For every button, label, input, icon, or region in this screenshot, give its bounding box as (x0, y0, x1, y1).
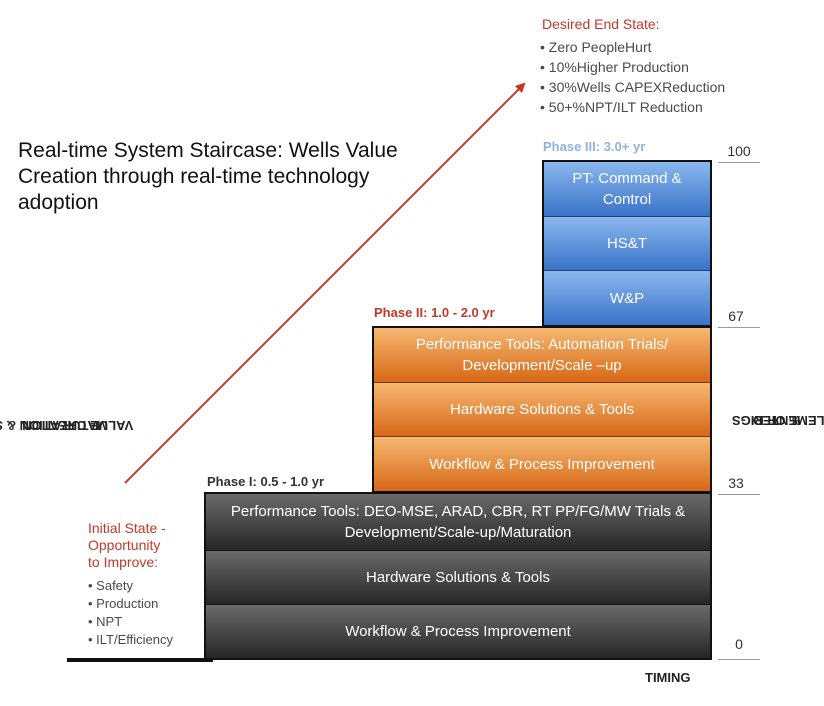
right-axis-label: % OF RIGSIMPLEMENTED (731, 412, 824, 428)
list-item: • 30%Wells CAPEXReduction (540, 79, 726, 95)
scale-line (718, 659, 760, 660)
phase-3-block-hst: HS&T (544, 215, 710, 271)
scale-line (718, 327, 760, 328)
list-item: • Production (88, 596, 159, 611)
phase-1-block-performance-tools: Performance Tools: DEO-MSE, ARAD, CBR, R… (206, 494, 710, 550)
list-item: • Zero PeopleHurt (540, 39, 652, 55)
scale-value-100: 100 (727, 143, 751, 159)
scale-value-67: 67 (728, 308, 744, 324)
scale-value-0: 0 (735, 636, 743, 652)
scale-value-33: 33 (728, 475, 744, 491)
phase-2-block-workflow: Workflow & Process Improvement (374, 436, 710, 492)
phase-3-block-command-control: PT: Command & Control (544, 162, 710, 216)
list-item: • 50+%NPT/ILT Reduction (540, 99, 703, 115)
initial-state-list: • Safety • Production • NPT • ILT/Effici… (88, 577, 173, 649)
scale-line (718, 494, 760, 495)
initial-state-heading: Initial State - Opportunity to Improve: (88, 520, 166, 570)
list-item: • ILT/Efficiency (88, 632, 173, 647)
list-item: • 10%Higher Production (540, 59, 689, 75)
desired-end-state-list: • Zero PeopleHurt • 10%Higher Production… (540, 37, 725, 117)
x-axis-label: TIMING (645, 670, 691, 685)
phase-1-label: Phase I: 0.5 - 1.0 yr (207, 474, 325, 489)
page-title: Real-time System Staircase: Wells Value … (18, 139, 398, 214)
phase-3-block-wp: W&P (544, 270, 710, 326)
phase-3-label: Phase III: 3.0+ yr (543, 139, 646, 154)
y-axis-label: VALUE CREATION & STAIRCASEMATURATION (0, 417, 134, 433)
phase-2-stair: Performance Tools: Automation Trials/ De… (372, 326, 712, 493)
desired-end-state-heading: Desired End State: (542, 16, 660, 32)
phase-3-stair: PT: Command & Control HS&T W&P (542, 160, 712, 327)
phase-2-label: Phase II: 1.0 - 2.0 yr (374, 305, 495, 320)
phase-1-block-hardware: Hardware Solutions & Tools (206, 549, 710, 604)
phase-1-stair: Performance Tools: DEO-MSE, ARAD, CBR, R… (204, 492, 712, 660)
scale-line (718, 162, 760, 163)
list-item: • Safety (88, 578, 134, 593)
list-item: • NPT (88, 614, 123, 629)
phase-1-block-workflow: Workflow & Process Improvement (206, 603, 710, 658)
phase-2-block-hardware: Hardware Solutions & Tools (374, 381, 710, 437)
baseline (67, 658, 213, 662)
phase-2-block-performance-tools: Performance Tools: Automation Trials/ De… (374, 328, 710, 382)
